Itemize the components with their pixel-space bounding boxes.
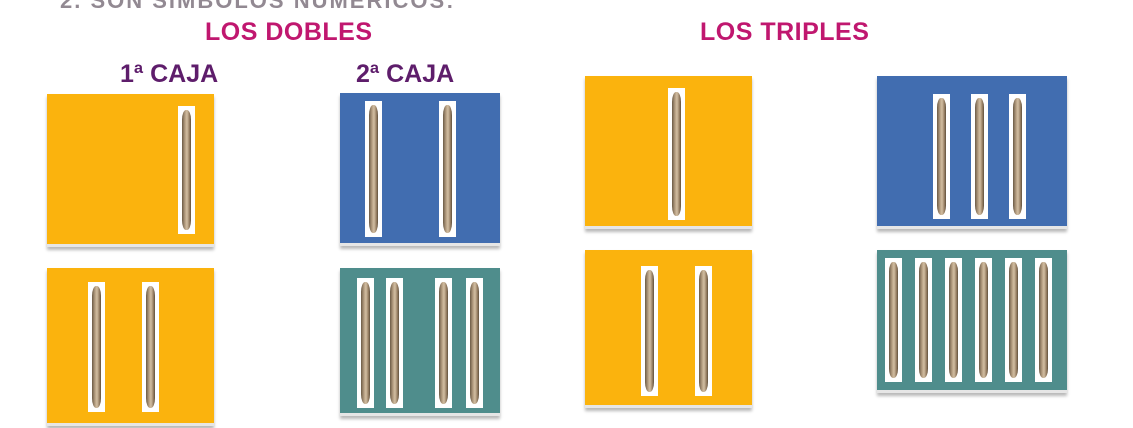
stick (466, 278, 483, 408)
triples-box1-top-card (585, 76, 752, 229)
dobles-box1-bottom-card (47, 268, 214, 426)
clipped-top-text: 2. SON SÍMBOLOS NUMÉRICOS: (60, 0, 456, 13)
triples-title: LOS TRIPLES (700, 18, 870, 46)
dobles-box2-top-card (340, 93, 500, 246)
triples-box2-bottom-card (877, 250, 1067, 393)
stick (945, 258, 962, 382)
stick (933, 94, 950, 219)
stick (357, 278, 374, 408)
stick (971, 94, 988, 219)
stick (668, 88, 685, 220)
box1-label: 1ª CAJA (120, 60, 219, 88)
stick (88, 282, 105, 412)
triples-box1-bottom-card (585, 250, 752, 408)
triples-box2-top-card (877, 76, 1067, 229)
stick (975, 258, 992, 382)
stick (885, 258, 902, 382)
dobles-box2-bottom-card (340, 268, 500, 416)
stick (435, 278, 452, 408)
stick (142, 282, 159, 412)
stick (641, 266, 658, 396)
stick (1005, 258, 1022, 382)
box2-label: 2ª CAJA (356, 60, 455, 88)
stick (365, 101, 382, 237)
stick (439, 101, 456, 237)
stick (915, 258, 932, 382)
stick (178, 106, 195, 234)
dobles-box1-top-card (47, 94, 214, 247)
stick (386, 278, 403, 408)
dobles-title: LOS DOBLES (205, 18, 373, 46)
stick (1035, 258, 1052, 382)
stick (695, 266, 712, 396)
stick (1009, 94, 1026, 219)
